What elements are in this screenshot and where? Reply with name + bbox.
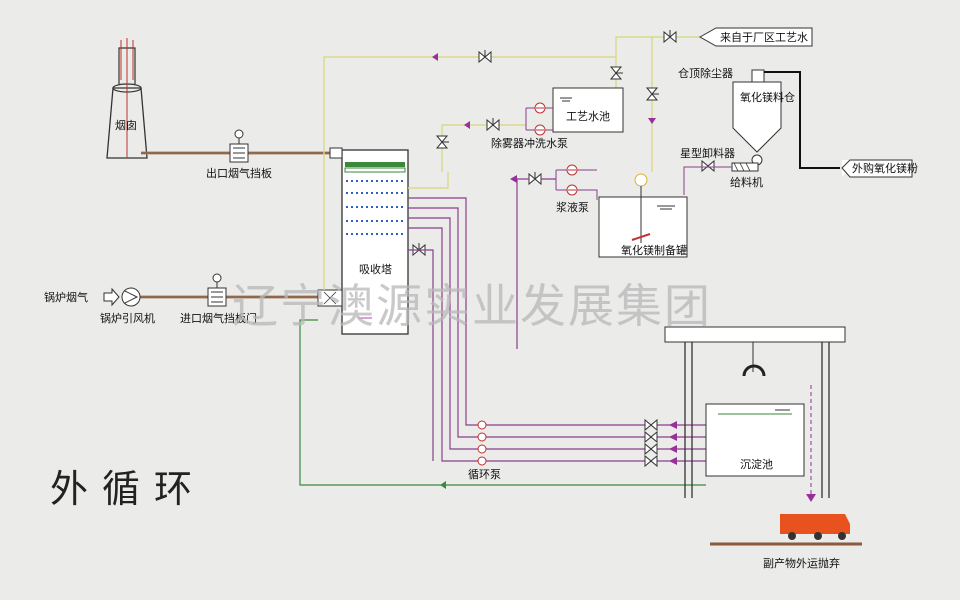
absorber-label: 吸收塔 (359, 262, 392, 276)
boiler-gas-label: 锅炉烟气 (44, 290, 88, 304)
chimney-label: 烟囱 (115, 118, 137, 132)
slurry-pumps: 浆液泵 (555, 164, 598, 214)
settling-label: 沉淀池 (740, 457, 773, 471)
absorber-tower: 吸收塔 (317, 147, 409, 335)
outlet-damper-label: 出口烟气挡板 (206, 166, 272, 180)
flow-arrows (432, 53, 656, 129)
feeder-label: 给料机 (730, 175, 763, 189)
settling-tank: 沉淀池 (664, 326, 846, 502)
process-water-label: 来自于厂区工艺水 (720, 31, 808, 44)
boiler-fan-label: 锅炉引风机 (100, 311, 155, 325)
slurry-pump-label: 浆液泵 (556, 200, 589, 214)
mgo-tank-label: 氧化镁制备罐 (621, 243, 687, 257)
process-tank: 工艺水池 (552, 87, 624, 133)
inlet-damper: 进口烟气挡板门 (180, 273, 257, 325)
mgo-purchase-label: 外购氧化镁粉 (852, 161, 918, 175)
dust-collector-label: 仓顶除尘器 (678, 66, 733, 80)
page-title: 外循环 (50, 467, 206, 511)
return-arrow (440, 481, 446, 489)
mgo-silo-label: 氧化镁料仓 (740, 90, 795, 104)
demister-pump-label: 除雾器冲洗水泵 (491, 136, 568, 150)
star-valve-label: 星型卸料器 (680, 146, 735, 160)
circulation-arrows (510, 175, 677, 465)
circulation-pumps: 循环泵 (468, 420, 501, 481)
mgo-tank: 氧化镁制备罐 (598, 173, 688, 258)
circulation-valves (644, 418, 658, 468)
return-line (299, 319, 706, 486)
slurry-lines (408, 178, 706, 462)
inlet-damper-label: 进口烟气挡板门 (180, 311, 257, 325)
byproduct-label: 副产物外运抛弃 (763, 556, 840, 570)
chimney: 烟囱 (106, 38, 148, 159)
circ-pump-label: 循环泵 (468, 468, 501, 481)
truck-icon: 副产物外运抛弃 (710, 514, 862, 570)
valves (412, 30, 715, 257)
boiler-fan: 锅炉烟气 锅炉引风机 (44, 287, 155, 325)
watermark: 辽宁澳源实业发展集团 (232, 279, 712, 333)
process-tank-label: 工艺水池 (566, 110, 610, 123)
process-water-source: 来自于厂区工艺水 (698, 27, 813, 47)
mgo-silo: 仓顶除尘器 氧化镁料仓 外购氧化镁粉 星型卸料器 给料机 (678, 66, 918, 195)
demister-pumps: 除雾器冲洗水泵 (491, 102, 568, 150)
outlet-damper: 出口烟气挡板 (206, 129, 272, 180)
